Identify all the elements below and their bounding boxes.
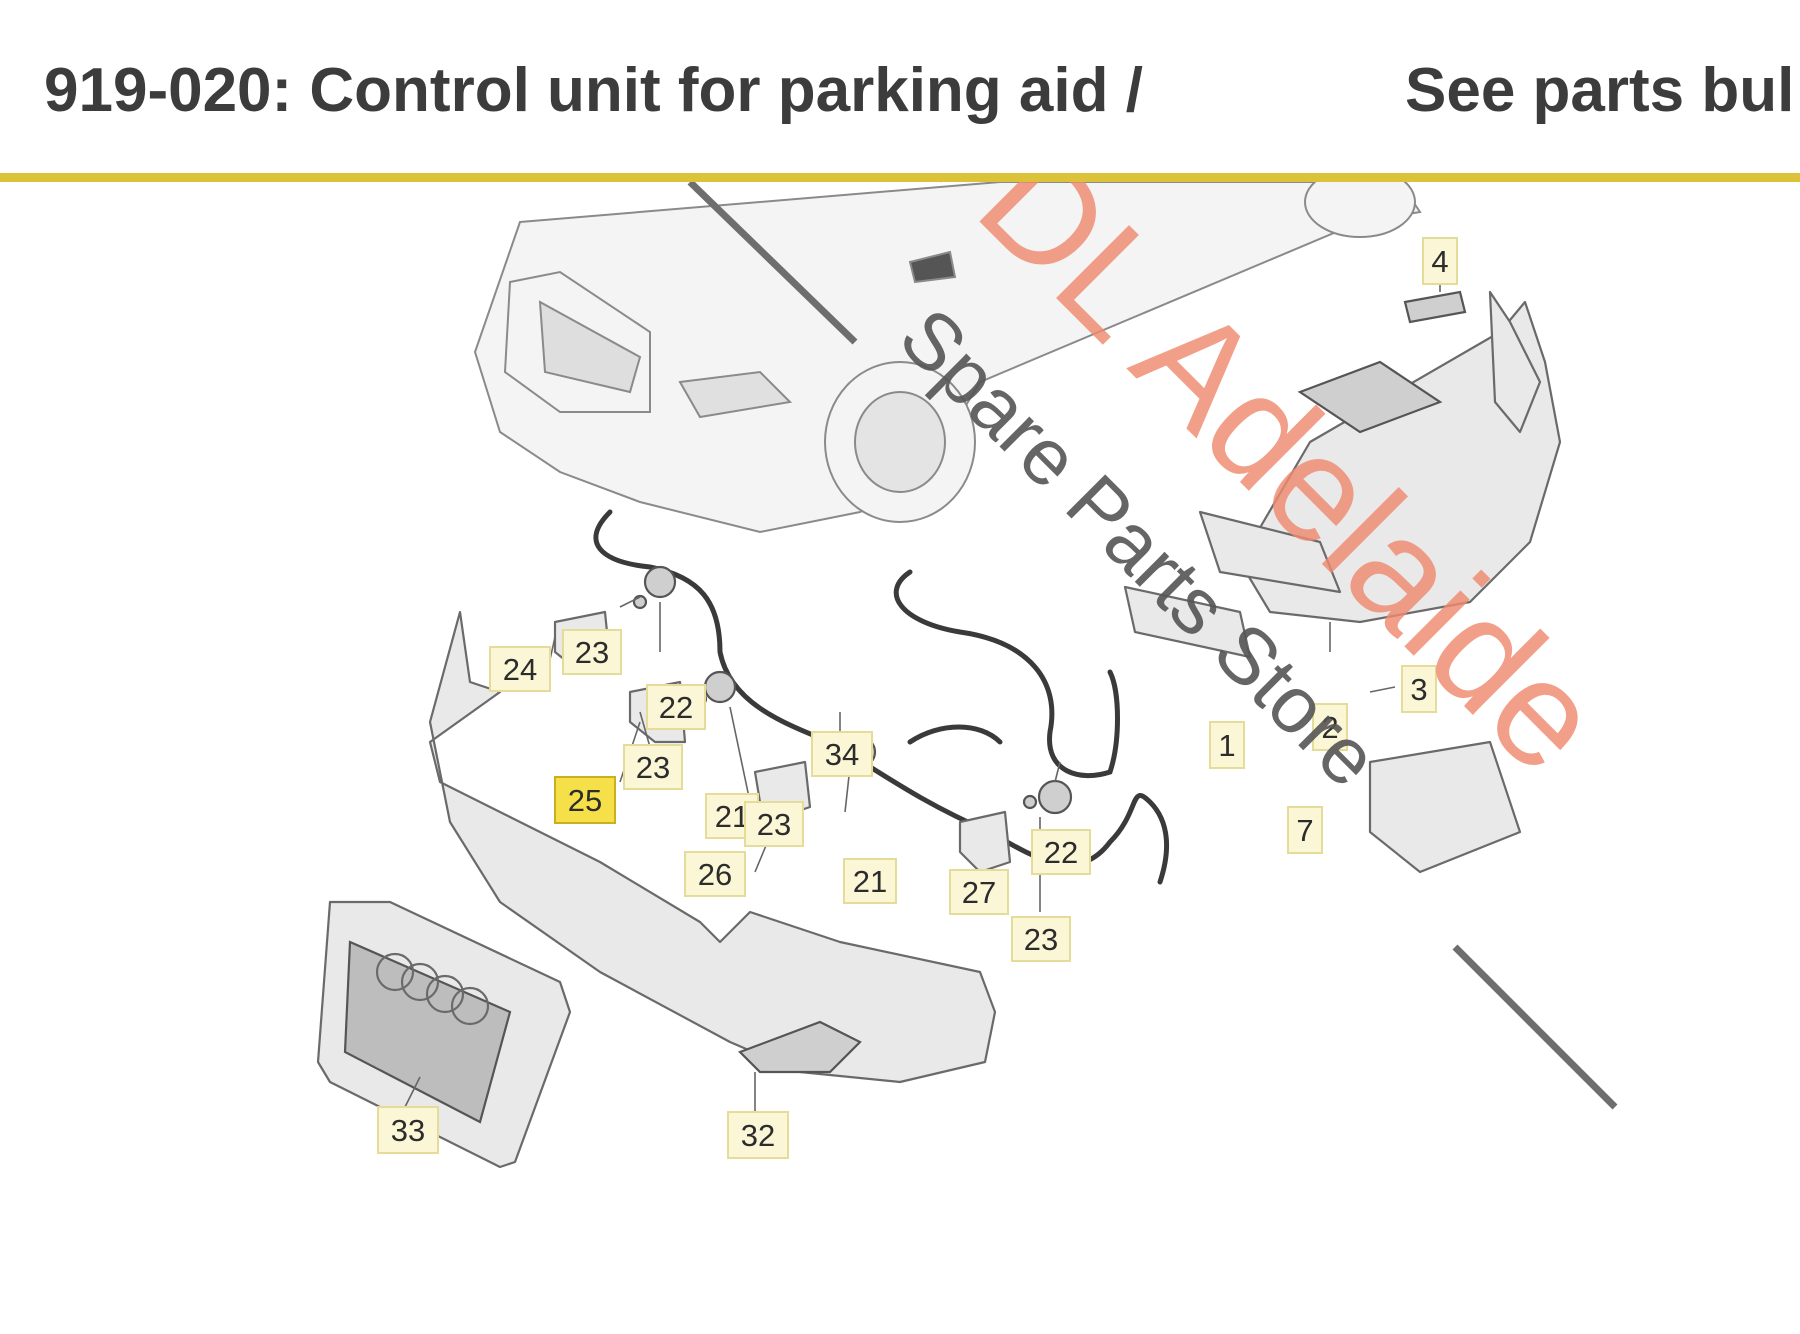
callout-3: 3	[1401, 665, 1437, 713]
callout-32: 32	[727, 1111, 789, 1159]
callout-33: 33	[377, 1106, 439, 1154]
callout-21-b: 21	[843, 858, 897, 904]
callout-23-d: 23	[1011, 916, 1071, 962]
callout-4: 4	[1422, 237, 1458, 285]
svg-text:34: 34	[825, 737, 859, 772]
svg-text:21: 21	[715, 799, 749, 834]
wiring-harness	[593, 509, 1170, 885]
svg-text:23: 23	[636, 750, 670, 785]
svg-text:23: 23	[757, 807, 791, 842]
page-header: 919-020: Control unit for parking aid / …	[0, 0, 1800, 176]
exploded-parts-diagram: 4 24 23 22 23 25 21 23 34 26 21 27	[316, 182, 1635, 1169]
svg-text:25: 25	[568, 783, 602, 818]
callout-34: 34	[811, 731, 873, 777]
page-title: 919-020: Control unit for parking aid /	[44, 56, 1143, 125]
svg-text:22: 22	[659, 690, 693, 725]
svg-text:27: 27	[962, 875, 996, 910]
front-bumper	[428, 610, 997, 1084]
svg-text:23: 23	[575, 635, 609, 670]
callout-27: 27	[949, 869, 1009, 915]
header-divider	[0, 173, 1800, 182]
callout-2: 2	[1312, 703, 1348, 751]
svg-text:23: 23	[1024, 922, 1058, 957]
callout-24: 24	[489, 646, 551, 692]
parts-bulletin-title: See parts bul	[1405, 56, 1795, 125]
svg-text:32: 32	[741, 1118, 775, 1153]
callout-22-a: 22	[646, 684, 706, 730]
svg-text:33: 33	[391, 1113, 425, 1148]
svg-text:7: 7	[1296, 813, 1313, 848]
sensor-brackets	[553, 565, 1073, 874]
callout-23-a: 23	[562, 629, 622, 675]
svg-text:3: 3	[1410, 672, 1427, 707]
rear-carrier-assembly	[1123, 272, 1562, 874]
svg-text:2: 2	[1321, 710, 1338, 745]
callout-7: 7	[1287, 806, 1323, 854]
svg-text:4: 4	[1431, 244, 1448, 279]
front-grille	[316, 900, 572, 1169]
svg-text:24: 24	[503, 652, 537, 687]
svg-text:26: 26	[698, 857, 732, 892]
callout-26: 26	[684, 851, 746, 897]
svg-text:22: 22	[1044, 835, 1078, 870]
svg-text:21: 21	[853, 864, 887, 899]
svg-text:1: 1	[1218, 728, 1235, 763]
callout-23-c: 23	[744, 801, 804, 847]
callout-1: 1	[1209, 721, 1245, 769]
callout-23-b: 23	[623, 744, 683, 790]
car-illustration	[473, 182, 1422, 534]
callout-25-highlighted: 25	[554, 776, 616, 824]
callout-22-b: 22	[1031, 829, 1091, 875]
